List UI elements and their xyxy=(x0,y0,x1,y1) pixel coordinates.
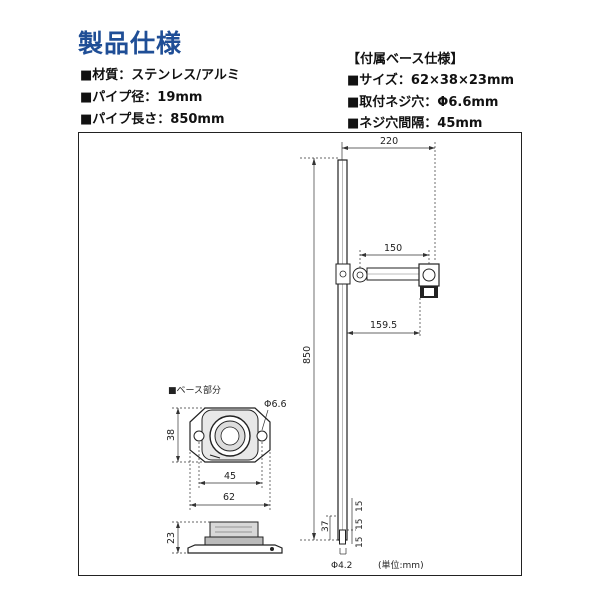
dim-38-label: 38 xyxy=(166,429,177,441)
base-spec-size: ■サイズ：62×38×23mm xyxy=(347,73,515,88)
dim-62 xyxy=(189,452,271,510)
base-part-label: ■ベース部分 xyxy=(168,384,221,396)
dim-15b-label: 15 xyxy=(355,519,365,530)
arm-assembly xyxy=(335,263,440,298)
dim-15a-label: 15 xyxy=(355,501,365,512)
dim-220 xyxy=(341,142,436,262)
dim-220-label: 220 xyxy=(380,136,398,147)
spec-material: ■材質：ステンレス/アルミ xyxy=(80,68,240,83)
base-side-view xyxy=(187,521,283,554)
base-spec-heading: 【付属ベース仕様】 xyxy=(347,52,464,67)
spec-pipe-length: ■パイプ長さ：850mm xyxy=(80,112,225,127)
dim-159-5 xyxy=(347,298,421,338)
page-title: 製品仕様 xyxy=(78,29,183,58)
dim-tip xyxy=(326,498,356,555)
main-pipe xyxy=(337,159,348,545)
base-spec-spacing: ■ネジ穴間隔：45mm xyxy=(347,116,483,131)
dim-phi66-label: Φ6.6 xyxy=(264,399,287,410)
diagram-frame xyxy=(78,132,522,576)
unit-label: (単位:mm) xyxy=(378,559,424,571)
dim-150 xyxy=(359,250,430,268)
screw-hole-right xyxy=(256,430,268,442)
dim-38 xyxy=(172,407,205,463)
dim-45 xyxy=(198,442,263,488)
dim-45-label: 45 xyxy=(224,471,236,482)
dim-37-label: 37 xyxy=(321,521,331,532)
dim-23-label: 23 xyxy=(166,532,177,544)
dim-15c-label: 15 xyxy=(355,537,365,548)
spec-pipe-diameter: ■パイプ径：19mm xyxy=(80,90,203,105)
dim-850-label: 850 xyxy=(302,346,313,364)
dim-phi42-label: Φ4.2 xyxy=(331,561,352,571)
base-top-view xyxy=(189,407,271,463)
base-spec-hole: ■取付ネジ穴：Φ6.6mm xyxy=(347,95,499,110)
dim-62-label: 62 xyxy=(223,492,235,503)
dim-850 xyxy=(300,157,338,541)
dim-23 xyxy=(172,521,210,554)
dim-159-5-label: 159.5 xyxy=(370,320,397,331)
dim-150-label: 150 xyxy=(384,243,402,254)
screw-hole-left xyxy=(193,430,205,442)
